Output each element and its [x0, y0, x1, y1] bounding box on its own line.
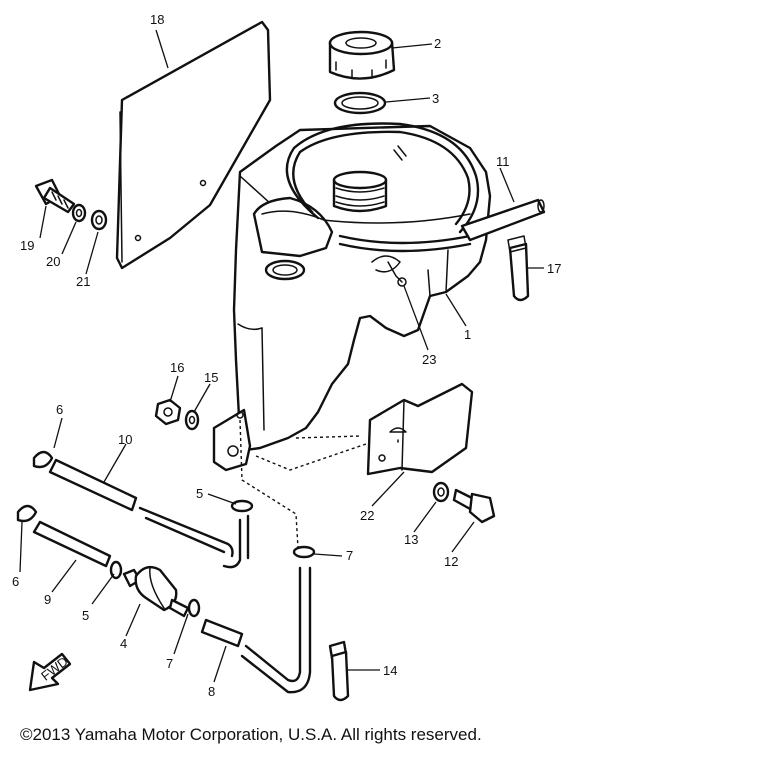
washer-part-20: [71, 203, 87, 223]
callout-5-lower: 5: [82, 608, 89, 623]
hose-clamp-part-5-upper: [230, 499, 254, 513]
callout-15: 15: [204, 370, 218, 385]
bolt-part-12: [452, 488, 496, 524]
callout-17: 17: [547, 261, 561, 276]
callout-1: 1: [464, 327, 471, 342]
callout-4: 4: [120, 636, 127, 651]
bracket-part-22: [366, 382, 474, 476]
oil-hose-part-8: [200, 566, 312, 694]
copyright-notice: ©2013 Yamaha Motor Corporation, U.S.A. A…: [20, 725, 482, 744]
leader-lines: [19, 29, 544, 683]
hose-clamp-part-7-upper: [292, 545, 316, 559]
callout-18: 18: [150, 12, 164, 27]
callout-22: 22: [360, 508, 374, 523]
washer-part-13: [432, 481, 450, 503]
bolt-part-19: [34, 178, 76, 214]
callout-9: 9: [44, 592, 51, 607]
oil-filter-part-4: [122, 565, 190, 618]
callout-19: 19: [20, 238, 34, 253]
washer-part-15: [184, 409, 200, 431]
callout-3: 3: [432, 91, 439, 106]
callout-11: 11: [496, 154, 510, 169]
callout-7-upper: 7: [346, 548, 353, 563]
hose-clamp-part-6-lower: [16, 504, 38, 523]
hose-clamp-part-6-upper: [32, 450, 54, 469]
breather-tube-part-17: [507, 235, 530, 302]
side-panel-part-18: [115, 20, 272, 270]
hidden-lines: [239, 419, 367, 549]
callout-20: 20: [46, 254, 60, 269]
tube-part-14: [328, 640, 350, 702]
callout-23: 23: [422, 352, 436, 367]
washer-part-21: [90, 209, 108, 231]
callout-5-upper: 5: [196, 486, 203, 501]
callout-6-lower: 6: [12, 574, 19, 589]
callout-6-upper: 6: [56, 402, 63, 417]
breather-hose-part-11: [460, 198, 546, 242]
callout-13: 13: [404, 532, 418, 547]
hose-clamp-part-7-lower: [187, 598, 201, 618]
callout-numbers: 18 2 3 11 17 1 23 19 20 21 16 15 6 10 5 …: [12, 12, 561, 699]
forward-arrow-icon: FWD: [28, 652, 72, 692]
callout-7-lower: 7: [166, 656, 173, 671]
cap-gasket-part-3: [333, 91, 387, 115]
callout-21: 21: [76, 274, 90, 289]
hose-clip-part-23: [387, 261, 407, 287]
filler-cap-part-2: [328, 30, 396, 80]
oil-tank-part-1: [212, 122, 492, 472]
oil-hose-part-9: [32, 520, 112, 568]
callout-16: 16: [170, 360, 184, 375]
oil-hose-part-10: [48, 458, 250, 569]
callout-12: 12: [444, 554, 458, 569]
callout-14: 14: [383, 663, 397, 678]
callout-2: 2: [434, 36, 441, 51]
nut-part-16: [154, 398, 182, 426]
callout-8: 8: [208, 684, 215, 699]
callout-10: 10: [118, 432, 132, 447]
